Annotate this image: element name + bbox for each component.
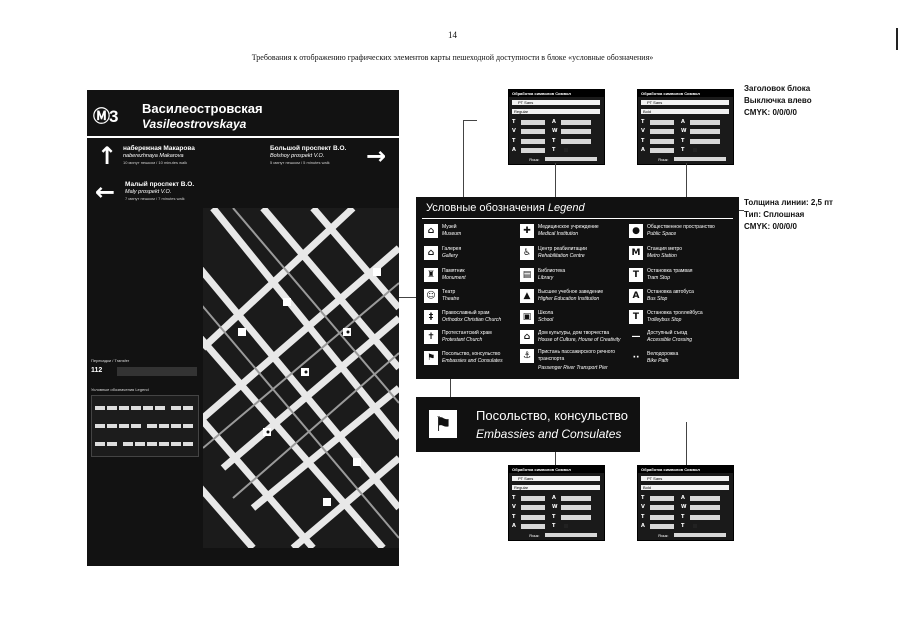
style-field[interactable]: Regular [512, 485, 600, 490]
station-name-ru: Василеостровская [142, 101, 263, 116]
museum-icon: ⌂ [424, 224, 438, 238]
station-name-lat: Vasileostrovskaya [142, 117, 247, 131]
margin-bar [896, 28, 898, 50]
note-header-spec: Заголовок блока Выключка влево CMYK: 0/0… [744, 84, 812, 117]
library-icon: ▤ [520, 268, 534, 282]
direction-3-lat: Maly prospekt V.O. [125, 189, 172, 195]
transfer-value: 112 [91, 367, 103, 374]
anchor-icon: ⚓ [520, 349, 534, 363]
metro-icon: M [629, 246, 643, 260]
embassy-label-en: Embassies and Consulates [476, 427, 622, 441]
transfer-title: Пересадки / Transfer [91, 358, 130, 363]
crossing-line-icon: — [631, 332, 641, 342]
character-panel-1: Обработка символов Символ PT Sans Regula… [508, 89, 605, 165]
style-field[interactable]: Regular [512, 109, 600, 114]
map-streets [180, 205, 399, 551]
connector [686, 422, 687, 465]
direction-3-walk: 7 минут пешком / 7 minutes walk [125, 196, 185, 201]
location-pin-icon: ● [629, 224, 643, 238]
arrow-up-icon: ↑ [97, 142, 118, 170]
character-panel-4: Обработка символов Символ PT Sans Bold T… [637, 465, 734, 541]
legend-title: Условные обозначения Legend [426, 202, 585, 214]
graduation-cap-icon: ▲ [520, 289, 534, 303]
connector [463, 120, 464, 197]
font-field[interactable]: PT Sans [512, 100, 600, 105]
medical-cross-icon: ✚ [520, 224, 534, 238]
note-line-spec: Толщина линии: 2,5 пт Тип: Сплошная CMYK… [744, 198, 833, 231]
school-icon: ▣ [520, 310, 534, 324]
dotted-line-icon: ·· [632, 353, 640, 363]
mini-legend-title: Условные обозначения Legend [91, 387, 149, 392]
connector [399, 297, 416, 298]
tram-icon: T [629, 268, 643, 282]
legend-divider [422, 218, 733, 219]
direction-2-lat: Bolshoy prospekt V.O. [270, 153, 325, 159]
monument-icon: ♜ [424, 268, 438, 282]
header-divider [87, 136, 399, 138]
page-number: 14 [448, 30, 457, 40]
direction-2-walk: 5 минут пешком / 5 minutes walk [270, 160, 330, 165]
font-field[interactable]: PT Sans [641, 476, 729, 481]
theatre-icon: ☺ [424, 289, 438, 303]
page-caption: Требования к отображению графических эле… [251, 53, 654, 62]
connector [555, 452, 556, 465]
arrow-left-icon: ← [95, 178, 116, 206]
direction-2-ru: Большой проспект В.О. [270, 145, 347, 152]
orthodox-cross-icon: ‡ [424, 310, 438, 324]
font-field[interactable]: PT Sans [641, 100, 729, 105]
metro-logo: Ⓜ3 [93, 107, 118, 126]
direction-1-lat: naberezhnaya Makarova [123, 153, 184, 159]
mini-legend [91, 395, 199, 457]
culture-house-icon: ⌂ [520, 330, 534, 344]
trolleybus-icon: T [629, 310, 643, 324]
connector [555, 163, 556, 197]
arrow-right-icon: → [366, 142, 387, 170]
transfer-bar [117, 367, 197, 376]
connector [450, 379, 451, 397]
direction-1-walk: 10 минут пешком / 10 minutes walk [123, 160, 188, 165]
connector [463, 120, 477, 121]
gallery-icon: ⌂ [424, 246, 438, 260]
embassy-block: ⚑ Посольство, консульство Embassies and … [416, 397, 640, 452]
connector [686, 163, 687, 197]
connector [739, 210, 744, 211]
bus-icon: A [629, 289, 643, 303]
direction-3-ru: Малый проспект В.О. [125, 181, 195, 188]
font-field[interactable]: PT Sans [512, 476, 600, 481]
pedestrian-map [180, 205, 399, 551]
flag-icon: ⚑ [429, 410, 457, 438]
character-panel-3: Обработка символов Символ PT Sans Regula… [508, 465, 605, 541]
direction-1-ru: набережная Макарова [123, 145, 195, 152]
style-field[interactable]: Bold [641, 109, 729, 114]
character-panel-2: Обработка символов Символ PT Sans Bold T… [637, 89, 734, 165]
signboard: Ⓜ3 Василеостровская Vasileostrovskaya ↑ … [87, 90, 399, 566]
wheelchair-icon: ♿ [520, 246, 534, 260]
style-field[interactable]: Bold [641, 485, 729, 490]
flag-icon: ⚑ [424, 351, 438, 365]
embassy-label-ru: Посольство, консульство [476, 408, 628, 423]
cross-icon: ✝ [424, 330, 438, 344]
